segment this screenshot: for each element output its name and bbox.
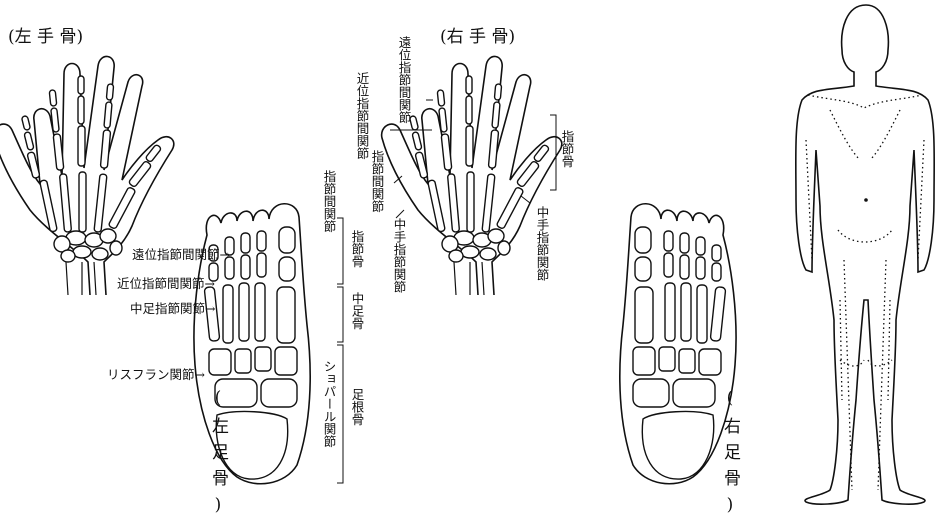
foot-ip-label: 指節間関節 — [322, 170, 336, 233]
foot-lisfranc-label: リスフラン関節→ — [107, 368, 205, 382]
hand-mcp-label-right: 中手指節関節 — [535, 206, 549, 281]
left-foot-title: (左足骨) — [209, 388, 227, 524]
hand-dip-label: 遠位指節間関節 — [397, 36, 411, 124]
foot-dip-label: 遠位指節間関節→ — [132, 248, 230, 262]
foot-chopart-label: ショパール関節 — [322, 360, 336, 448]
right-hand-title: (右 手 骨) — [440, 28, 515, 46]
hand-ip-label: 指節間関節 — [370, 150, 384, 213]
foot-mtp-label: 中足指節関節→ — [130, 302, 215, 316]
foot-tarsals-label: 足根骨 — [350, 388, 364, 426]
hand-mcp-label-left: 中手指節関節 — [392, 218, 406, 293]
left-hand-title: (左 手 骨) — [8, 28, 83, 46]
foot-metatarsals-label: 中足骨 — [350, 292, 364, 330]
right-foot-title: (右足骨) — [721, 388, 739, 524]
human-figure — [796, 5, 934, 504]
foot-phalanges-label: 指節骨 — [350, 230, 364, 268]
hand-pip-label: 近位指節間関節 — [355, 72, 369, 160]
hand-phalanges-label: 指節骨 — [560, 130, 574, 168]
foot-pip-label: 近位指節間関節→ — [117, 277, 215, 291]
